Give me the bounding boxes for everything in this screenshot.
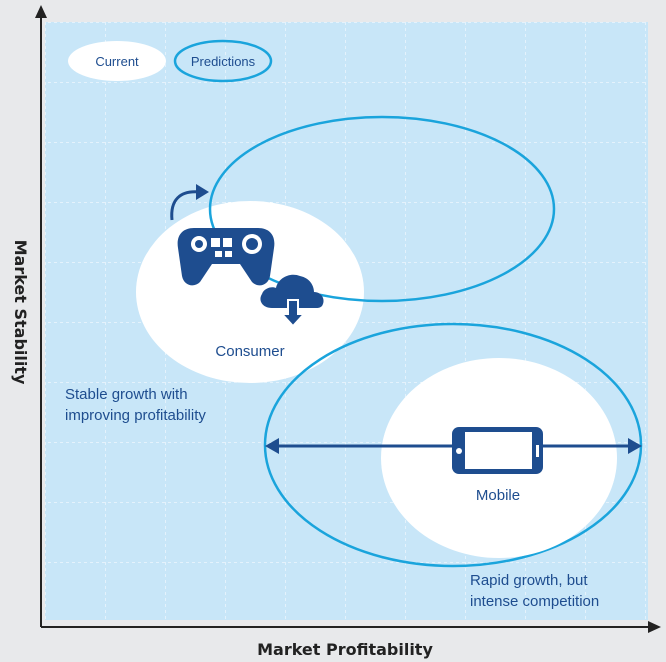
- legend-predictions-swatch: [173, 39, 273, 83]
- mobile-label: Mobile: [476, 487, 520, 504]
- consumer-label: Consumer: [215, 343, 284, 360]
- legend-current-swatch: [68, 41, 166, 81]
- curved-arrow-icon: [170, 184, 209, 221]
- legend-predictions-label: Predictions: [191, 54, 256, 69]
- y-axis-label: Market Stability: [11, 240, 30, 385]
- y-axis-arrowhead: [35, 5, 47, 18]
- legend-current-label: Current: [95, 54, 139, 69]
- x-axis-arrowhead: [648, 621, 661, 633]
- x-axis-label: Market Profitability: [257, 640, 433, 659]
- cloud-download-icon: [260, 274, 324, 328]
- mobile-note-line2: intense competition: [470, 593, 599, 610]
- mobile-note-line1: Rapid growth, but: [470, 572, 588, 589]
- consumer-note-line2: improving profitability: [65, 407, 206, 424]
- gamepad-icon: [177, 228, 275, 286]
- tablet-icon: [452, 427, 543, 474]
- consumer-prediction-ellipse: [208, 115, 556, 303]
- mobile-prediction-ellipse: [263, 322, 643, 568]
- consumer-note-line1: Stable growth with: [65, 386, 188, 403]
